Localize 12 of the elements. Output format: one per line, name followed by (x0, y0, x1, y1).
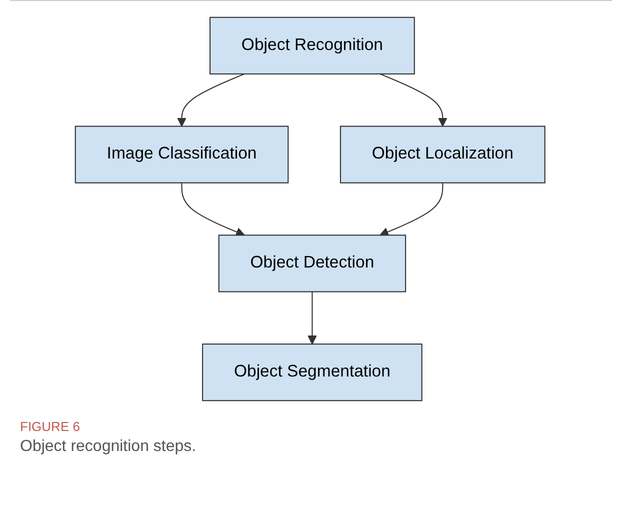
node-box: Object Localization (340, 126, 546, 184)
arrow (177, 73, 245, 127)
arrow (379, 182, 444, 236)
arrow (380, 73, 448, 127)
arrow (307, 292, 317, 344)
caption: Object recognition steps. (20, 438, 198, 456)
arrow (181, 182, 245, 236)
node-box: Object Detection (218, 234, 406, 292)
node-box: Object Recognition (209, 16, 415, 74)
node-box: Image Classification (74, 126, 289, 184)
node-box: Object Segmentation (202, 344, 422, 402)
figure-number: FIGURE 6 (20, 419, 81, 434)
